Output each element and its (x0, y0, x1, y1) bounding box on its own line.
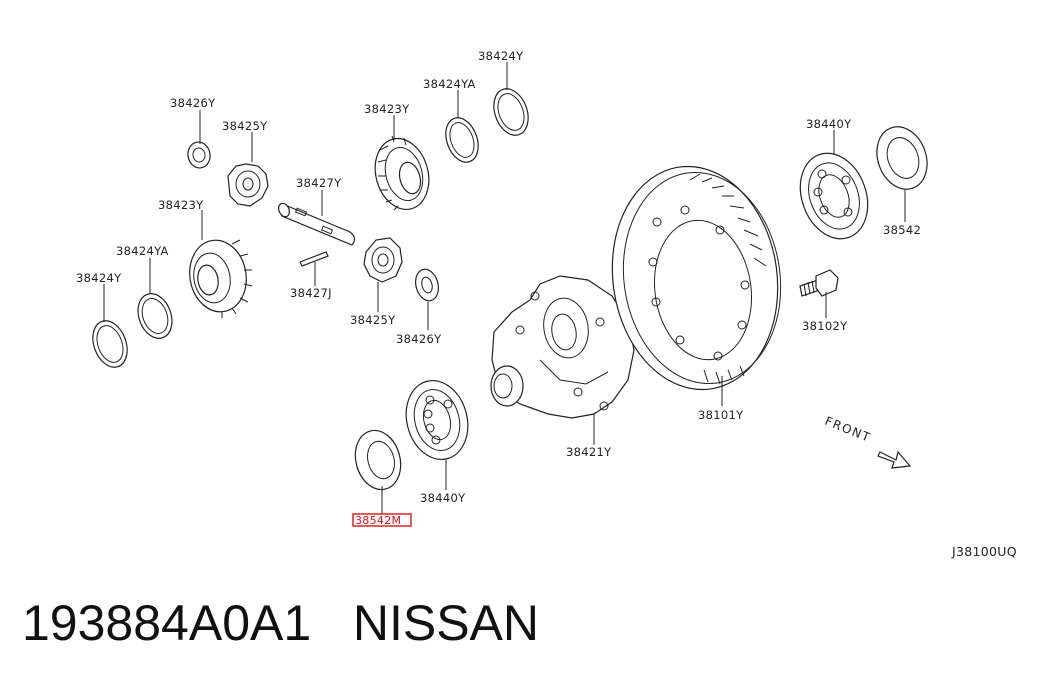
oil-seal-38542m (354, 429, 402, 491)
part-caption: 193884A0A1 NISSAN (22, 598, 539, 648)
label-38423y-left: 38423Y (158, 198, 204, 212)
leader-lines (103, 62, 906, 514)
label-38440y-right: 38440Y (806, 117, 852, 131)
lock-pin-38427j (299, 251, 329, 267)
label-38425y-bottom: 38425Y (350, 313, 396, 327)
label-38421y: 38421Y (566, 445, 612, 459)
label-38542: 38542 (883, 223, 921, 237)
ring-gear-38101y (611, 165, 782, 391)
washer-38426y-top (187, 141, 211, 169)
bearing-38440y-right (799, 152, 869, 240)
front-direction-arrow (877, 450, 912, 469)
label-38424y-top: 38424Y (478, 49, 524, 63)
label-38427j: 38427J (290, 286, 332, 300)
washer-38424ya-left (137, 293, 173, 339)
washer-38424y-left (92, 320, 128, 368)
label-38424ya-left: 38424YA (116, 244, 169, 258)
label-38425y-top: 38425Y (222, 119, 268, 133)
label-38423y-top: 38423Y (364, 102, 410, 116)
label-38426y-top: 38426Y (170, 96, 216, 110)
pinion-gear-38425y-top (227, 163, 269, 207)
front-label: FRONT (823, 414, 873, 445)
label-38424y-left: 38424Y (76, 271, 122, 285)
label-38101y: 38101Y (698, 408, 744, 422)
label-38440y-bottom: 38440Y (420, 491, 466, 505)
caption-part-number: 193884A0A1 (22, 595, 312, 651)
side-gear-38423y-left (189, 239, 253, 318)
oil-seal-38542 (876, 126, 928, 190)
caption-brand: NISSAN (352, 595, 540, 651)
washer-38424y-top (493, 88, 529, 136)
differential-case-38421y (490, 275, 635, 419)
pinion-shaft-38427y (277, 202, 356, 246)
label-38424ya-top: 38424YA (423, 77, 476, 91)
pinion-gear-38425y-bottom (363, 237, 403, 283)
label-38427y: 38427Y (296, 176, 342, 190)
label-38542m: 38542M (355, 514, 401, 527)
diagram-code: J38100UQ (951, 544, 1017, 559)
label-38426y-bottom: 38426Y (396, 332, 442, 346)
ring-gear-bolt-38102y (799, 269, 839, 297)
washer-38426y-bottom (414, 268, 440, 302)
highlighted-part-tag[interactable]: 38542M (352, 513, 412, 527)
bearing-38440y-bottom (405, 379, 469, 461)
label-38102y: 38102Y (802, 319, 848, 333)
washer-38424ya-top (445, 117, 479, 163)
side-gear-38423y-top (374, 135, 430, 211)
